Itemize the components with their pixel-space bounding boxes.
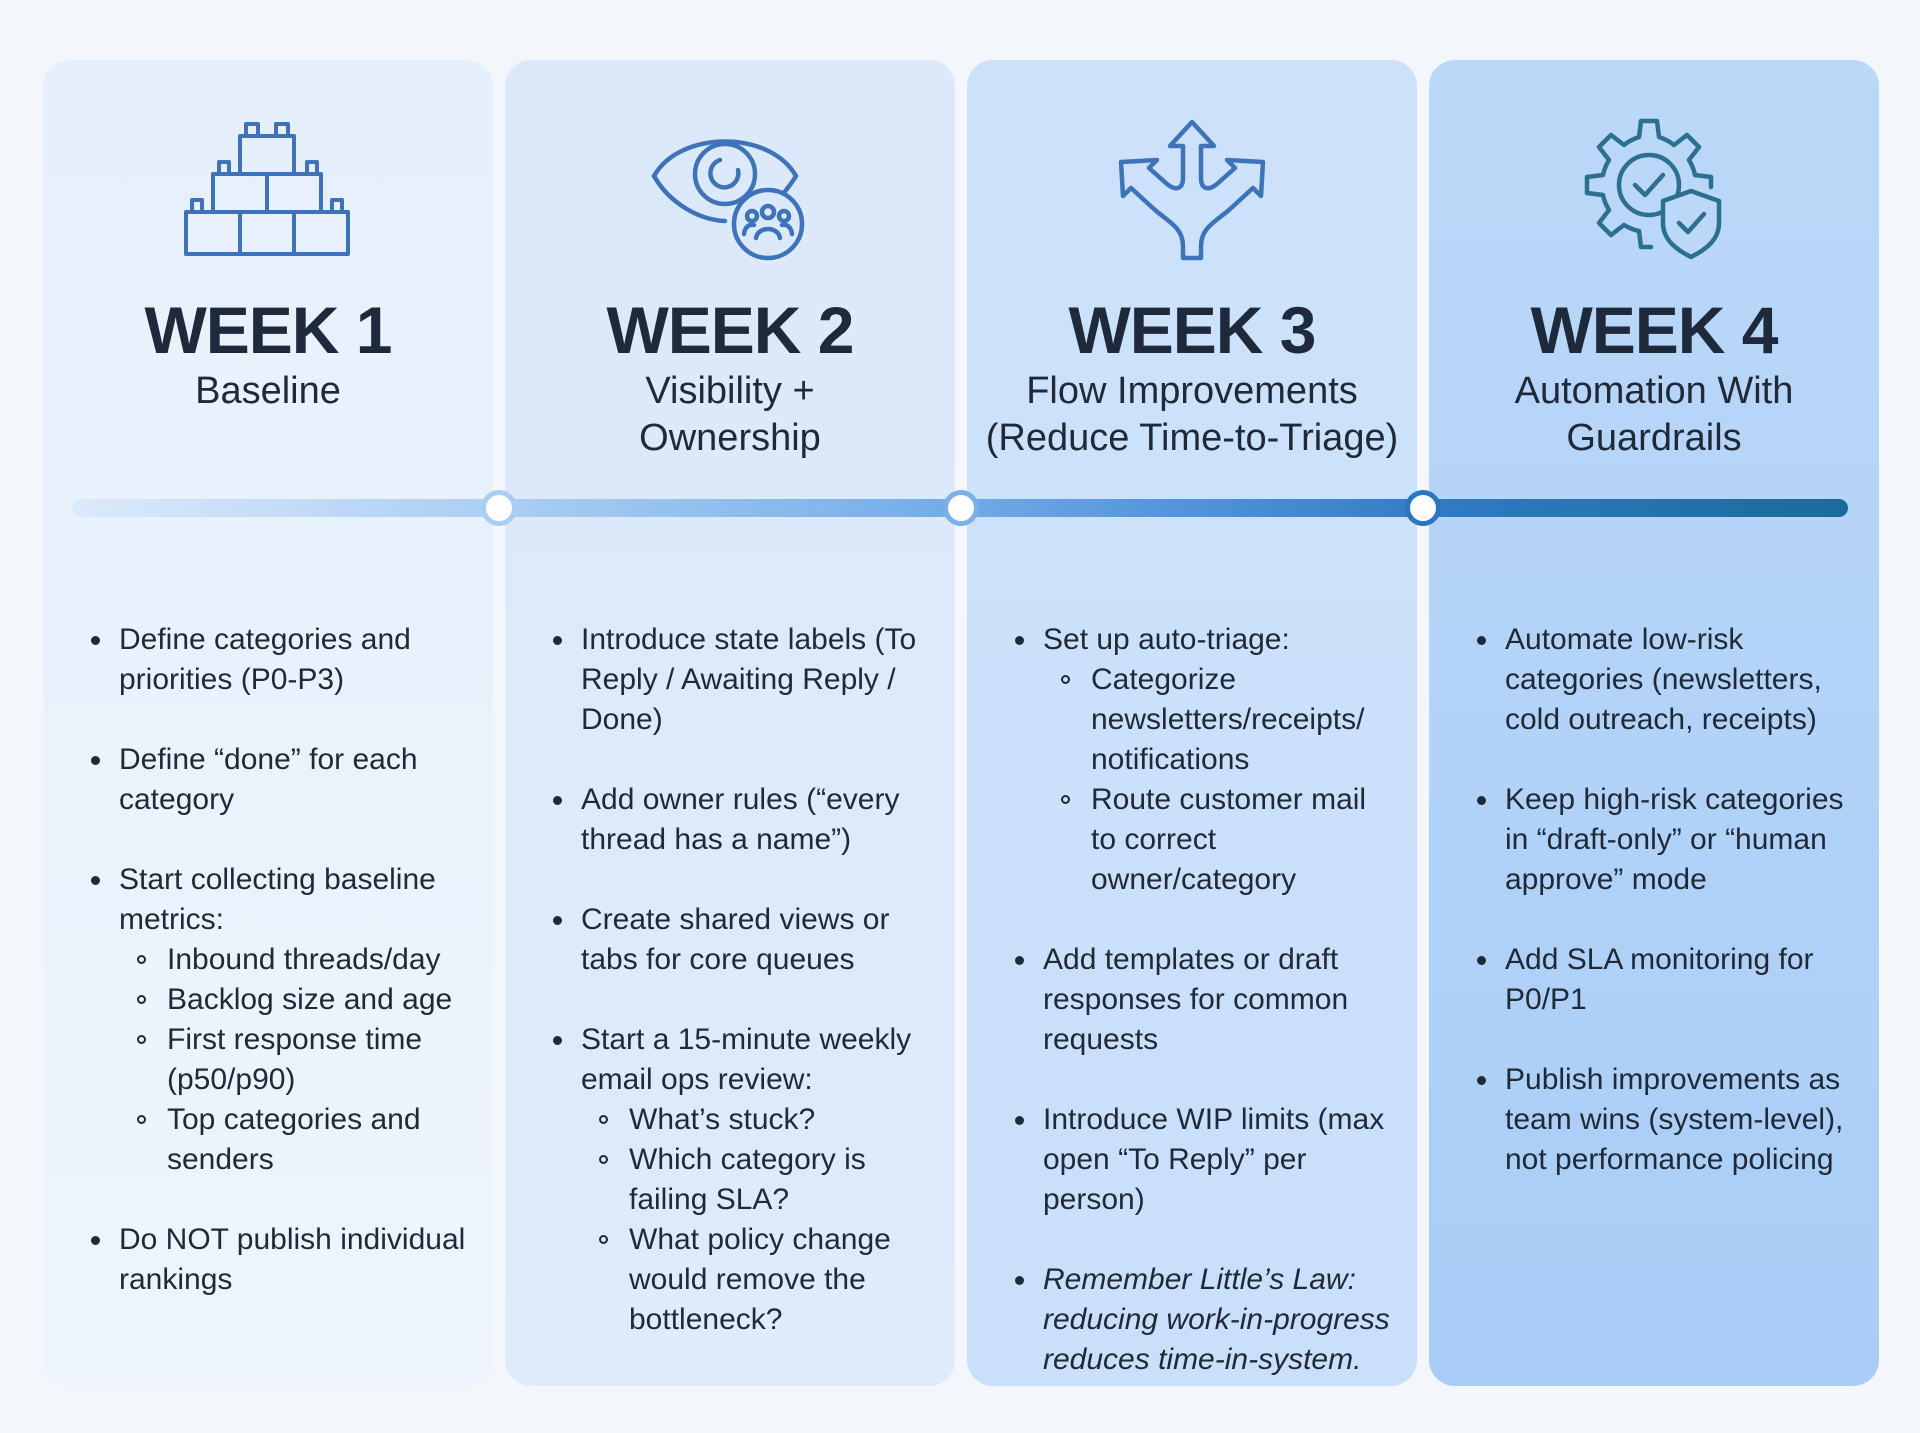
list-item: Define “done” for each category [91,740,475,820]
list-item: Add templates or draft responses for com… [1015,940,1399,1060]
week-1-task-list: Define categories and priorities (P0-P3)… [91,620,475,1340]
gear-shield-check-icon [1429,115,1879,265]
week-title: WEEK 1 [144,293,392,367]
list-item: Create shared views or tabs for core que… [553,900,937,980]
sub-list-item: What’s stuck? [581,1100,937,1140]
week-4-column: WEEK 4 Automation With Guardrails Automa… [1429,60,1879,1386]
week-subtitle: Visibility + Ownership [639,370,821,459]
sub-list-item: What policy change would remove the bott… [581,1220,937,1340]
sub-list-item: Inbound threads/day [119,940,475,980]
list-item: Keep high-risk categories in “draft-only… [1477,780,1861,900]
list-item: Introduce state labels (To Reply / Await… [553,620,937,740]
sub-list-item: Which category is failing SLA? [581,1140,937,1220]
week-subtitle: Automation With Guardrails [1514,370,1794,459]
list-item: Introduce WIP limits (max open “To Reply… [1015,1100,1399,1220]
week-3-column: WEEK 3 Flow Improvements (Reduce Time-to… [967,60,1417,1386]
timeline-node-1 [481,490,517,526]
week-title: WEEK 3 [1068,293,1316,367]
list-item: Automate low-risk categories (newsletter… [1477,620,1861,740]
sub-list: What’s stuck? Which category is failing … [581,1100,937,1340]
list-item: Do NOT publish individual rankings [91,1220,475,1300]
week-3-task-list: Set up auto-triage: Categorize newslette… [1015,620,1399,1420]
timeline-node-3 [1405,490,1441,526]
list-item: Add owner rules (“every thread has a nam… [553,780,937,860]
sub-list-item: Route customer mail to correct owner/cat… [1043,780,1399,900]
sub-list-item: Categorize newsletters/receipts/ notific… [1043,660,1399,780]
list-item: Start collecting baseline metrics: Inbou… [91,860,475,1180]
timeline-node-2 [943,490,979,526]
sub-list-item: First response time (p50/p90) [119,1020,475,1100]
sub-list-item: Top categories and senders [119,1100,475,1180]
week-title: WEEK 2 [606,293,854,367]
sub-list-item: Backlog size and age [119,980,475,1020]
week-1-column: WEEK 1 Baseline Define categories and pr… [43,60,493,1386]
list-item: Set up auto-triage: Categorize newslette… [1015,620,1399,900]
week-4-task-list: Automate low-risk categories (newsletter… [1477,620,1861,1220]
list-item: Define categories and priorities (P0-P3) [91,620,475,700]
list-item: Add SLA monitoring for P0/P1 [1477,940,1861,1020]
list-item: Remember Little’s Law: reducing work-in-… [1015,1260,1399,1380]
eye-with-team-icon [505,115,955,265]
week-title: WEEK 4 [1530,293,1778,367]
sub-list: Categorize newsletters/receipts/ notific… [1043,660,1399,900]
sub-list: Inbound threads/day Backlog size and age… [119,940,475,1180]
list-item: Publish improvements as team wins (syste… [1477,1060,1861,1180]
stacked-blocks-icon [43,115,493,265]
week-subtitle: Baseline [195,370,341,412]
week-2-column: WEEK 2 Visibility + Ownership Introduce … [505,60,955,1386]
week-subtitle: Flow Improvements (Reduce Time-to-Triage… [985,370,1399,459]
week-2-task-list: Introduce state labels (To Reply / Await… [553,620,937,1380]
list-item: Start a 15-minute weekly email ops revie… [553,1020,937,1340]
branching-arrows-icon [967,115,1417,265]
